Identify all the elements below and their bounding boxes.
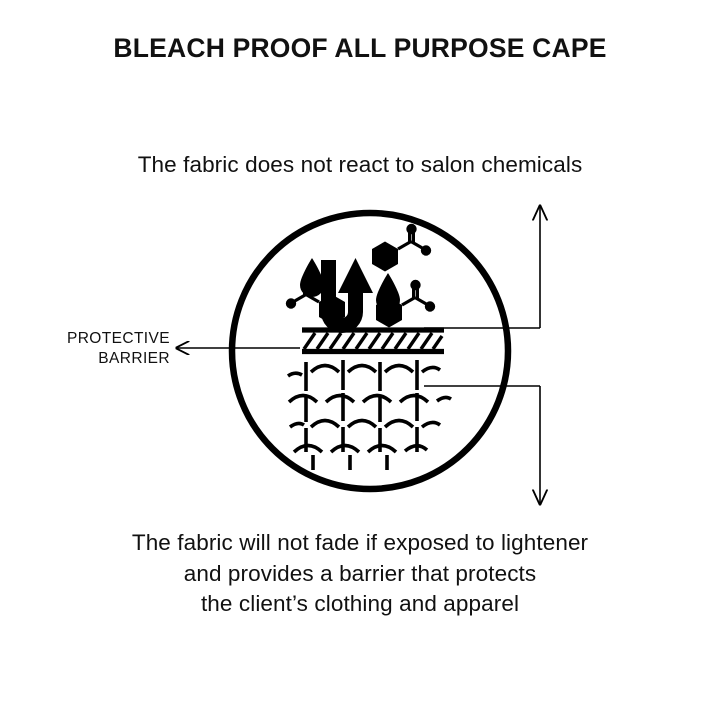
atom-dot-terminal: [420, 245, 432, 256]
benzene-hexagon-icon: [376, 297, 402, 328]
bond-ring-to-carbonyl: [397, 240, 412, 251]
caption-bottom-line1: The fabric will not fade if exposed to l…: [131, 530, 589, 555]
chemical-molecule-left: [285, 276, 345, 325]
protective-barrier-label-line2: BARRIER: [98, 349, 170, 367]
fabric-weft-row-c: [288, 418, 442, 429]
chemical-molecule-upper-right: [372, 223, 432, 272]
fabric-weft-row-d: [292, 443, 429, 454]
atom-dot-terminal: [285, 298, 297, 309]
page-title: BLEACH PROOF ALL PURPOSE CAPE: [113, 33, 607, 63]
fabric-warp-row-b: [304, 393, 419, 422]
barrier-hatching: [302, 332, 444, 350]
fabric-weft-row-a: [286, 363, 442, 378]
bond-ring-to-carbonyl: [401, 296, 416, 307]
woven-fabric-pattern: [286, 360, 452, 470]
atom-dot-oxygen: [406, 223, 417, 235]
protective-barrier-label-line1: PROTECTIVE: [66, 330, 170, 347]
caption-bottom-line2: and provides a barrier that protects: [183, 560, 537, 586]
caption-bottom: The fabric will not fade if exposed to l…: [0, 528, 720, 620]
atom-dot-oxygen: [301, 276, 312, 288]
atom-dot-terminal: [424, 301, 436, 312]
bond-ring-to-carbonyl: [305, 293, 320, 304]
right-annotation-leaders: [424, 206, 540, 504]
fabric-warp-row-a: [304, 360, 419, 391]
chemical-repel-u-turn-arrow: [309, 258, 373, 333]
chemical-molecule-right-lower: [376, 279, 436, 328]
caption-bottom-line3: the client’s clothing and apparel: [200, 591, 520, 616]
protective-barrier-layer: [302, 327, 444, 355]
fabric-weft-row-b: [287, 393, 452, 404]
fabric-warp-row-c: [304, 427, 419, 452]
benzene-hexagon-icon: [319, 294, 345, 325]
diagram-circle-outline: [228, 209, 512, 493]
protective-barrier-label: PROTECTIVE BARRIER: [20, 329, 170, 368]
benzene-hexagon-icon: [372, 241, 398, 272]
fabric-warp-row-d: [311, 455, 389, 470]
atom-dot-oxygen: [410, 279, 421, 291]
caption-top: The fabric does not react to salon chemi…: [137, 152, 583, 177]
